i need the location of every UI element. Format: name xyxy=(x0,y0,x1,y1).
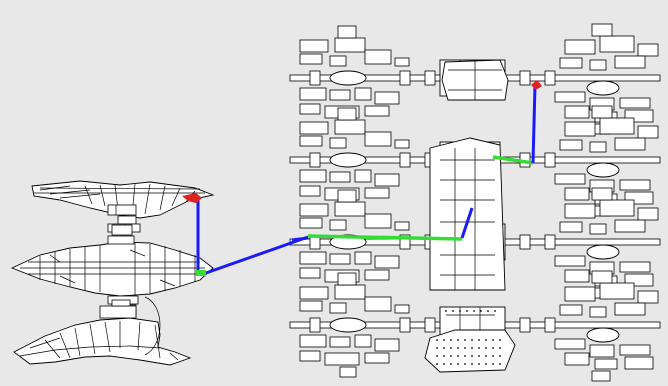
right-floor-4 xyxy=(289,270,661,382)
route-start-node xyxy=(196,270,206,276)
route-connector xyxy=(202,235,309,276)
left-building xyxy=(10,180,215,366)
left-floor-bottom xyxy=(13,296,192,366)
right-building xyxy=(289,23,661,382)
route-path xyxy=(182,80,542,276)
route-start-arrow-icon xyxy=(182,193,202,203)
route-end-arrow-icon xyxy=(531,80,542,90)
route-vertical-middle xyxy=(460,207,474,239)
route-vertical-right xyxy=(531,84,537,164)
route-blue-stub xyxy=(291,236,309,242)
route-green-floor2 xyxy=(307,234,463,241)
route-green-floor3 xyxy=(492,155,534,165)
right-top-hall xyxy=(441,59,509,101)
right-central-atrium xyxy=(429,137,506,291)
right-bottom-hall xyxy=(424,329,516,373)
